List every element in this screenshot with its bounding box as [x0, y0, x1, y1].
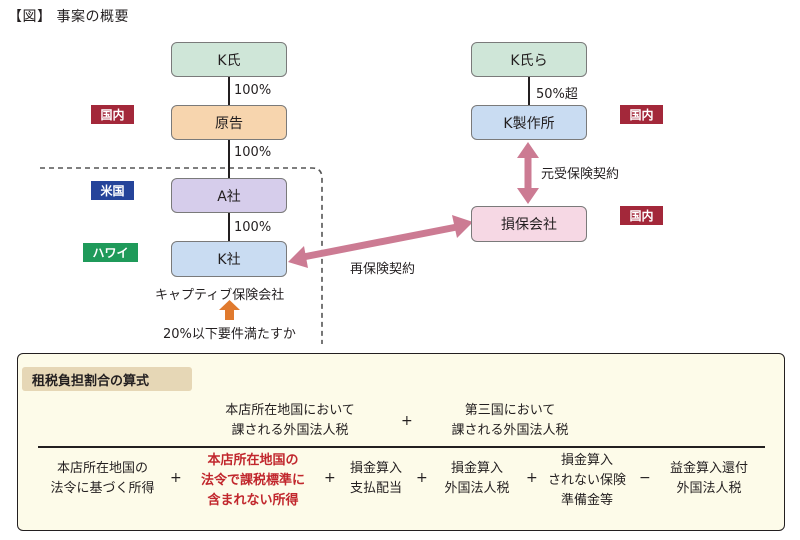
region-boundary-dashed — [40, 167, 323, 344]
ownership-percent: 100% — [234, 83, 272, 98]
country-tag-domestic: 国内 — [620, 105, 663, 124]
reinsurance-arrow — [288, 215, 473, 268]
k-shi-box: K氏 — [171, 42, 287, 77]
operator: + — [170, 470, 182, 486]
denominator-term-foreign-tax: 損金算入 外国法人税 — [444, 461, 510, 496]
operator: + — [526, 470, 538, 486]
formula-title: 租税負担割合の算式 — [22, 367, 192, 391]
country-tag-hawaii: ハワイ — [83, 243, 138, 262]
denominator-term-refund: 益金算入還付 外国法人税 — [669, 461, 748, 496]
k-seisakusho-box: K製作所 — [471, 105, 587, 140]
country-tag-usa: 米国 — [91, 181, 134, 200]
sonpo-box: 損保会社 — [471, 206, 587, 242]
numerator-plus: + — [401, 413, 413, 429]
denominator-term-dividends: 損金算入 支払配当 — [349, 461, 402, 496]
a-sha-box: A社 — [171, 178, 287, 213]
genkoku-box: 原告 — [171, 105, 287, 140]
country-tag-domestic: 国内 — [620, 206, 663, 225]
k-sha-box: K社 — [171, 241, 287, 277]
requirement-arrow — [219, 300, 240, 320]
country-tag-domestic: 国内 — [91, 105, 134, 124]
captive-label: キャプティブ保険会社 — [155, 288, 285, 303]
numerator-right: 第三国において 課される外国法人税 — [451, 403, 569, 438]
requirement-label: 20%以下要件満たすか — [163, 327, 296, 342]
ownership-percent: 100% — [234, 220, 272, 235]
ownership-line — [228, 140, 230, 178]
denominator-term-base-income: 本店所在地国の 法令に基づく所得 — [50, 461, 155, 496]
direct-insurance-label: 元受保険契約 — [541, 167, 620, 182]
operator: + — [416, 470, 428, 486]
ownership-percent: 50%超 — [536, 87, 578, 102]
k-shira-box: K氏ら — [471, 42, 587, 77]
direct-insurance-arrow — [517, 142, 539, 204]
denominator-term-reserves: 損金算入 されない保険 準備金等 — [547, 453, 626, 508]
ownership-line — [228, 213, 230, 241]
ownership-percent: 100% — [234, 145, 272, 160]
ownership-line — [228, 77, 230, 105]
operator: + — [324, 470, 336, 486]
fraction-bar — [38, 446, 765, 448]
ownership-line — [528, 77, 530, 105]
reinsurance-label: 再保険契約 — [350, 262, 416, 277]
operator: − — [639, 470, 651, 486]
diagram-connectors — [40, 142, 539, 344]
numerator-left: 本店所在地国において 課される外国法人税 — [225, 403, 355, 438]
figure-title: 【図】 事案の概要 — [8, 9, 129, 25]
denominator-term-excluded-income: 本店所在地国の 法令で課税標準に 含まれない所得 — [200, 453, 305, 508]
